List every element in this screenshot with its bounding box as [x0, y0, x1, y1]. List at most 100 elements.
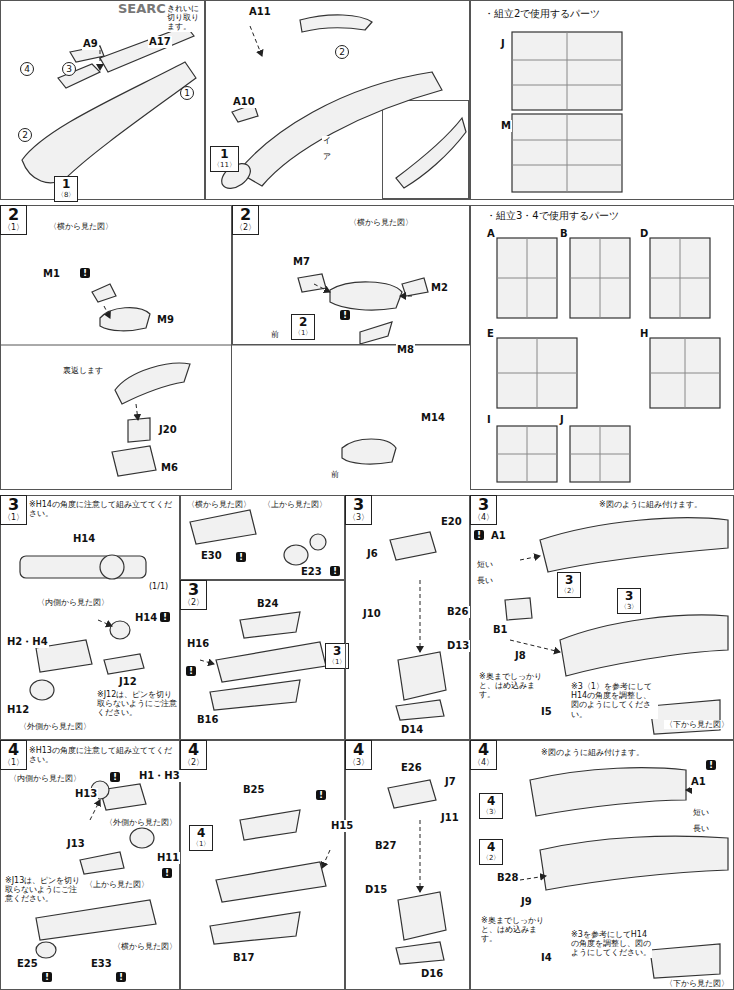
step-number: 4: [473, 742, 494, 758]
note-text: 〈下から見た図〉: [664, 720, 730, 729]
step-number: 3: [3, 497, 24, 513]
step-substep: 〈4〉: [473, 513, 494, 523]
sequence-number: 4: [20, 62, 34, 76]
note-text: ※奥までしっかりと、はめ込みます。: [480, 916, 550, 944]
part-number: E33: [90, 958, 113, 970]
step-header: 4〈3〉: [345, 740, 372, 770]
step-number: 2: [235, 207, 256, 223]
note-text: 〈横から見た図〉: [186, 500, 252, 509]
caution-mark: !: [474, 530, 484, 540]
part-number: A: [486, 228, 496, 240]
part-number: H1・H3: [138, 770, 181, 782]
step-substep: 〈2〉: [560, 587, 578, 596]
part-number: M14: [420, 412, 446, 424]
step-header: 4〈2〉: [180, 740, 207, 770]
step-header: 2〈2〉: [232, 205, 259, 235]
note-text: ※H14の角度に注意して組み立ててください。: [28, 500, 178, 518]
step-number: 4: [3, 742, 24, 758]
part-number: B27: [374, 840, 398, 852]
part-number: H14: [134, 612, 158, 624]
part-number: D15: [364, 884, 388, 896]
note-text: ※H13の角度に注意して組み立ててください。: [28, 746, 178, 764]
step-header: 3〈1〉: [0, 495, 27, 525]
step-number: 4: [192, 827, 210, 840]
caution-mark: !: [706, 760, 716, 770]
step-substep: 〈2〉: [183, 598, 204, 608]
caution-mark: !: [316, 790, 326, 800]
part-number: H12: [6, 704, 30, 716]
part-number: E25: [16, 958, 39, 970]
note-text: 〈横から見た図〉: [348, 218, 414, 227]
part-number: M1: [42, 268, 61, 280]
part-number: I: [486, 414, 492, 426]
part-number: J10: [362, 608, 382, 620]
part-number: E30: [200, 550, 223, 562]
step-substep: 〈4〉: [473, 758, 494, 768]
step-number: 3: [183, 582, 204, 598]
step-substep: 〈1〉: [3, 758, 24, 768]
part-number: M9: [156, 314, 175, 326]
step-reference-box: 4〈3〉: [479, 793, 503, 819]
step-reference-box: 3〈3〉: [617, 588, 641, 614]
part-number: H2・H4: [6, 636, 49, 648]
caution-mark: !: [186, 666, 196, 676]
note-text: 〈内側から見た図〉: [36, 598, 110, 607]
step-header: 3〈2〉: [180, 580, 207, 610]
part-number: A9: [82, 38, 99, 50]
step-substep: 〈1〉: [328, 658, 346, 667]
part-number: A17: [148, 36, 172, 48]
note-text: ※奥までしっかりと、はめ込みます。: [478, 672, 548, 700]
part-number: J12: [118, 676, 138, 688]
step-number: 2: [294, 316, 312, 329]
note-text: イ: [322, 136, 332, 145]
step-reference-box: 1〈11〉: [210, 146, 239, 172]
caution-mark: !: [80, 268, 90, 278]
caution-mark: !: [160, 612, 170, 622]
part-number: D: [639, 228, 649, 240]
step-reference-box: 2〈1〉: [291, 314, 315, 340]
part-number: A1: [490, 530, 507, 542]
note-text: 短い: [692, 808, 710, 817]
part-number: E26: [400, 762, 423, 774]
caution-mark: !: [116, 972, 126, 982]
part-number: D14: [400, 724, 424, 736]
step-substep: 〈8〉: [57, 191, 75, 200]
step-number: 1: [213, 148, 236, 161]
part-number: D13: [446, 640, 470, 652]
note-text: 〈下から見た図〉: [664, 979, 730, 988]
step-number: 1: [57, 178, 75, 191]
note-text: ※3を参考にしてH14の角度を調整し、図のようにしてください。: [570, 930, 652, 958]
step-number: 3: [348, 497, 369, 513]
note-text: 〈外側から見た図〉: [18, 722, 92, 731]
part-number: B1: [492, 624, 509, 636]
part-number: A11: [248, 6, 272, 18]
note-text: 裏返します: [62, 366, 104, 375]
note-text: ア: [322, 152, 332, 161]
part-number: I5: [540, 706, 553, 718]
step-substep: 〈2〉: [482, 854, 500, 863]
part-number: J11: [440, 812, 460, 824]
part-number: D16: [420, 968, 444, 980]
step-panel: 4〈2〉4〈1〉: [180, 740, 345, 990]
note-text: 〈上から見た図〉: [262, 500, 328, 509]
part-number: J20: [158, 424, 178, 436]
step-number: 4: [482, 841, 500, 854]
part-number: H14: [72, 533, 96, 545]
part-number: B26: [446, 606, 470, 618]
part-number: H13: [74, 788, 98, 800]
parts-heading: ・組立2で使用するパーツ: [484, 8, 600, 20]
step-substep: 〈1〉: [192, 840, 210, 849]
step-substep: 〈2〉: [183, 758, 204, 768]
step-number: 4: [482, 795, 500, 808]
part-number: J: [500, 38, 506, 50]
step-header: 3〈3〉: [345, 495, 372, 525]
step-reference-box: 4〈1〉: [189, 825, 213, 851]
part-number: M: [500, 120, 512, 132]
sequence-number: 1: [180, 86, 194, 100]
step-reference-box: 3〈2〉: [557, 572, 581, 598]
part-number: B16: [196, 714, 220, 726]
caution-mark: !: [340, 310, 350, 320]
note-text: 〈内側から見た図〉: [8, 774, 82, 783]
part-number: B28: [496, 872, 520, 884]
step-number: 2: [3, 207, 24, 223]
